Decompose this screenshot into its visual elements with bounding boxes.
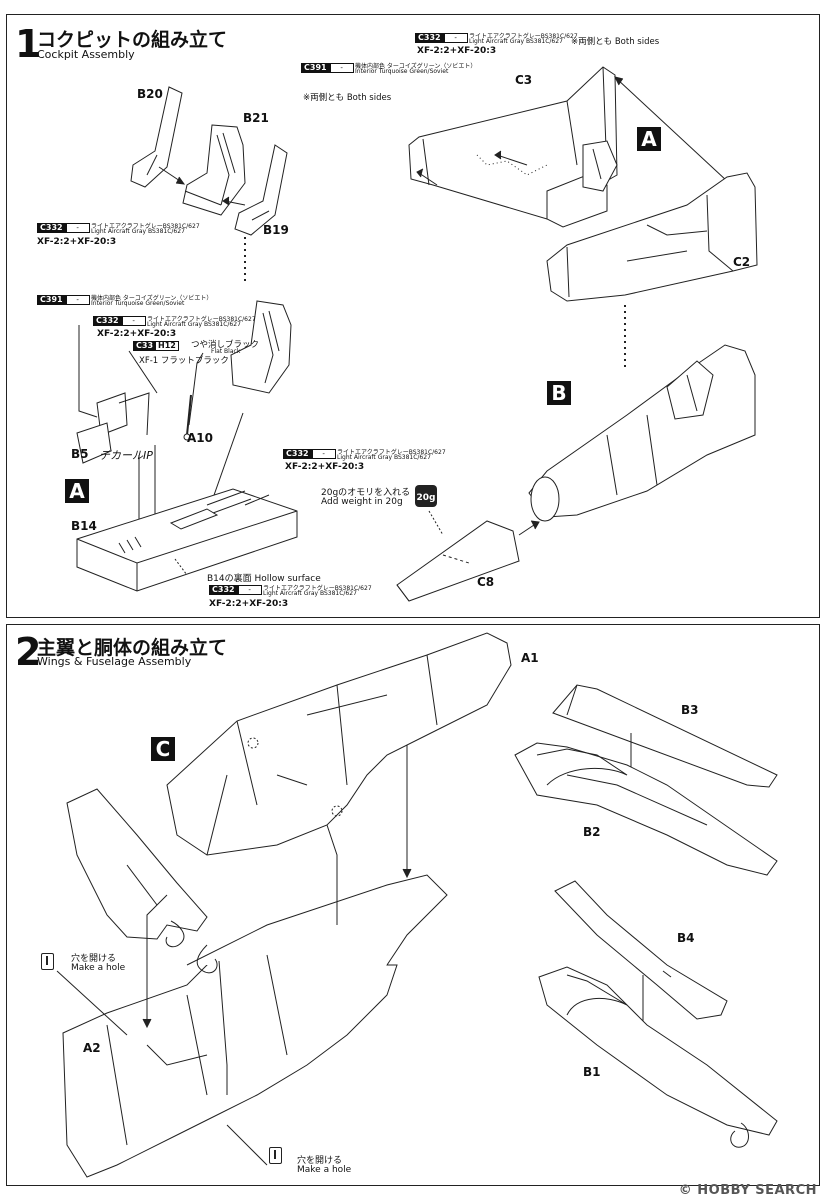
- hole-note-jp: 穴を開ける: [71, 954, 117, 964]
- part-label-b3: B3: [681, 703, 699, 717]
- paint-callout-c332: C332 -: [37, 223, 90, 233]
- paint-dash: -: [65, 223, 90, 233]
- paint-mix: XF-2:2+XF-20:3: [37, 237, 117, 247]
- paint-code-h12: H12: [155, 341, 179, 351]
- step-number: 2: [15, 630, 42, 674]
- marker-a: A: [65, 479, 89, 503]
- paint-callout-c391: C391 -: [301, 63, 354, 73]
- weight-note-en: Add weight in 20g: [321, 497, 403, 507]
- weight-note-jp: 20gのオモリを入れる: [321, 488, 411, 498]
- paint-code: C332: [93, 316, 122, 326]
- part-label-b14: B14: [71, 519, 97, 533]
- paint-code: C332: [37, 223, 66, 233]
- paint-mix: XF-2:2+XF-20:3: [97, 329, 177, 339]
- both-sides-note: ※両側とも Both sides: [303, 93, 392, 103]
- paint-dash: -: [237, 585, 262, 595]
- part-label-a2: A2: [83, 1041, 101, 1055]
- step-title-jp: コクピットの組み立て: [37, 29, 228, 51]
- paint-callout-c391: C391 -: [37, 295, 90, 305]
- hole-note-en: Make a hole: [297, 1165, 352, 1175]
- weight-20g-icon: 20g: [415, 485, 437, 507]
- paint-mix: XF-2:2+XF-20:3: [417, 46, 497, 56]
- paint-dash: -: [329, 63, 354, 73]
- hobbysearch-watermark: © HOBBY SEARCH: [678, 1183, 817, 1198]
- paint-name-jp: ライトエアクラフトグレーBS381C/627: [91, 223, 200, 230]
- paint-name-en: Interior Turquoise Green/Soviet: [91, 300, 185, 307]
- part-label-a10: A10: [187, 431, 213, 445]
- step-title-jp: 主翼と胴体の組み立て: [37, 637, 228, 659]
- part-label-c8: C8: [477, 575, 495, 589]
- marker-b: B: [547, 381, 571, 405]
- paint-name-en: Flat Black: [211, 348, 241, 355]
- step-1-cockpit-panel: 1 コクピットの組み立て Cockpit Assembly B20 B21 B1…: [6, 14, 820, 618]
- paint-callout-c332: C332 -: [415, 33, 468, 43]
- step-title-en: Cockpit Assembly: [37, 48, 135, 61]
- wings-fuselage-drawing: [56, 632, 778, 1178]
- part-label-b21: B21: [243, 111, 269, 125]
- decal-label: デカールIP: [99, 449, 153, 462]
- part-label-b5: B5: [71, 447, 89, 461]
- paint-name-en: Light Aircraft Gray BS381C/627: [147, 321, 241, 328]
- paint-name-jp: ライトエアクラフトグレーBS381C/627: [469, 33, 578, 40]
- step-title-en: Wings & Fuselage Assembly: [37, 655, 192, 668]
- paint-code: C332: [209, 585, 238, 595]
- paint-dash: -: [65, 295, 90, 305]
- paint-code: C332: [415, 33, 444, 43]
- part-label-b19: B19: [263, 223, 289, 237]
- part-label-b20: B20: [137, 87, 163, 101]
- paint-name-jp: 機体内部色 ターコイズグリーン（ソビエト）: [355, 63, 477, 70]
- paint-code: C33: [133, 341, 157, 351]
- paint-name-jp: ライトエアクラフトグレーBS381C/627: [147, 316, 256, 323]
- drill-icon: [269, 1147, 282, 1164]
- paint-mix: XF-2:2+XF-20:3: [285, 462, 365, 472]
- paint-name-en: Light Aircraft Gray BS381C/627: [337, 454, 431, 461]
- marker-c: C: [151, 737, 175, 761]
- paint-mix: XF-2:2+XF-20:3: [209, 599, 289, 609]
- step-number: 1: [15, 22, 42, 66]
- paint-name-jp: ライトエアクラフトグレーBS381C/627: [263, 585, 372, 592]
- part-label-b1: B1: [583, 1065, 601, 1079]
- part-label-c2: C2: [733, 255, 751, 269]
- paint-dash: -: [311, 449, 336, 459]
- paint-callout-c332: C332 -: [209, 585, 262, 595]
- paint-callout-c332: C332 -: [93, 316, 146, 326]
- drill-icon: [41, 953, 54, 970]
- cockpit-assembly-drawing: [76, 66, 758, 602]
- step-2-wings-panel: 2 主翼と胴体の組み立て Wings & Fuselage Assembly A…: [6, 624, 820, 1186]
- paint-code: C391: [37, 295, 66, 305]
- part-label-b2: B2: [583, 825, 601, 839]
- paint-name-en: Light Aircraft Gray BS381C/627: [91, 228, 185, 235]
- part-label-c3: C3: [515, 73, 533, 87]
- part-label-a1: A1: [521, 651, 539, 665]
- paint-code: C391: [301, 63, 330, 73]
- paint-name-jp: ライトエアクラフトグレーBS381C/627: [337, 449, 446, 456]
- paint-mix: XF-1 フラットブラック: [139, 356, 229, 366]
- hollow-note: B14の裏面 Hollow surface: [207, 574, 321, 584]
- paint-callout-c332: C332 -: [283, 449, 336, 459]
- hole-note-en: Make a hole: [71, 963, 126, 973]
- paint-dash: -: [121, 316, 146, 326]
- paint-name-jp: 機体内部色 ターコイズグリーン（ソビエト）: [91, 295, 213, 302]
- paint-code: C332: [283, 449, 312, 459]
- paint-name-en: Light Aircraft Gray BS381C/627: [263, 590, 357, 597]
- paint-callout-c33: C33 H12: [133, 341, 179, 351]
- marker-a: A: [637, 127, 661, 151]
- both-sides-note: ※両側とも Both sides: [571, 37, 660, 47]
- paint-name-en: Light Aircraft Gray BS381C/627: [469, 38, 563, 45]
- hole-note-jp: 穴を開ける: [297, 1156, 343, 1166]
- part-label-b4: B4: [677, 931, 695, 945]
- paint-dash: -: [443, 33, 468, 43]
- paint-name-jp: つや消しブラック: [191, 340, 260, 350]
- paint-name-en: Interior Turquoise Green/Soviet: [355, 68, 449, 75]
